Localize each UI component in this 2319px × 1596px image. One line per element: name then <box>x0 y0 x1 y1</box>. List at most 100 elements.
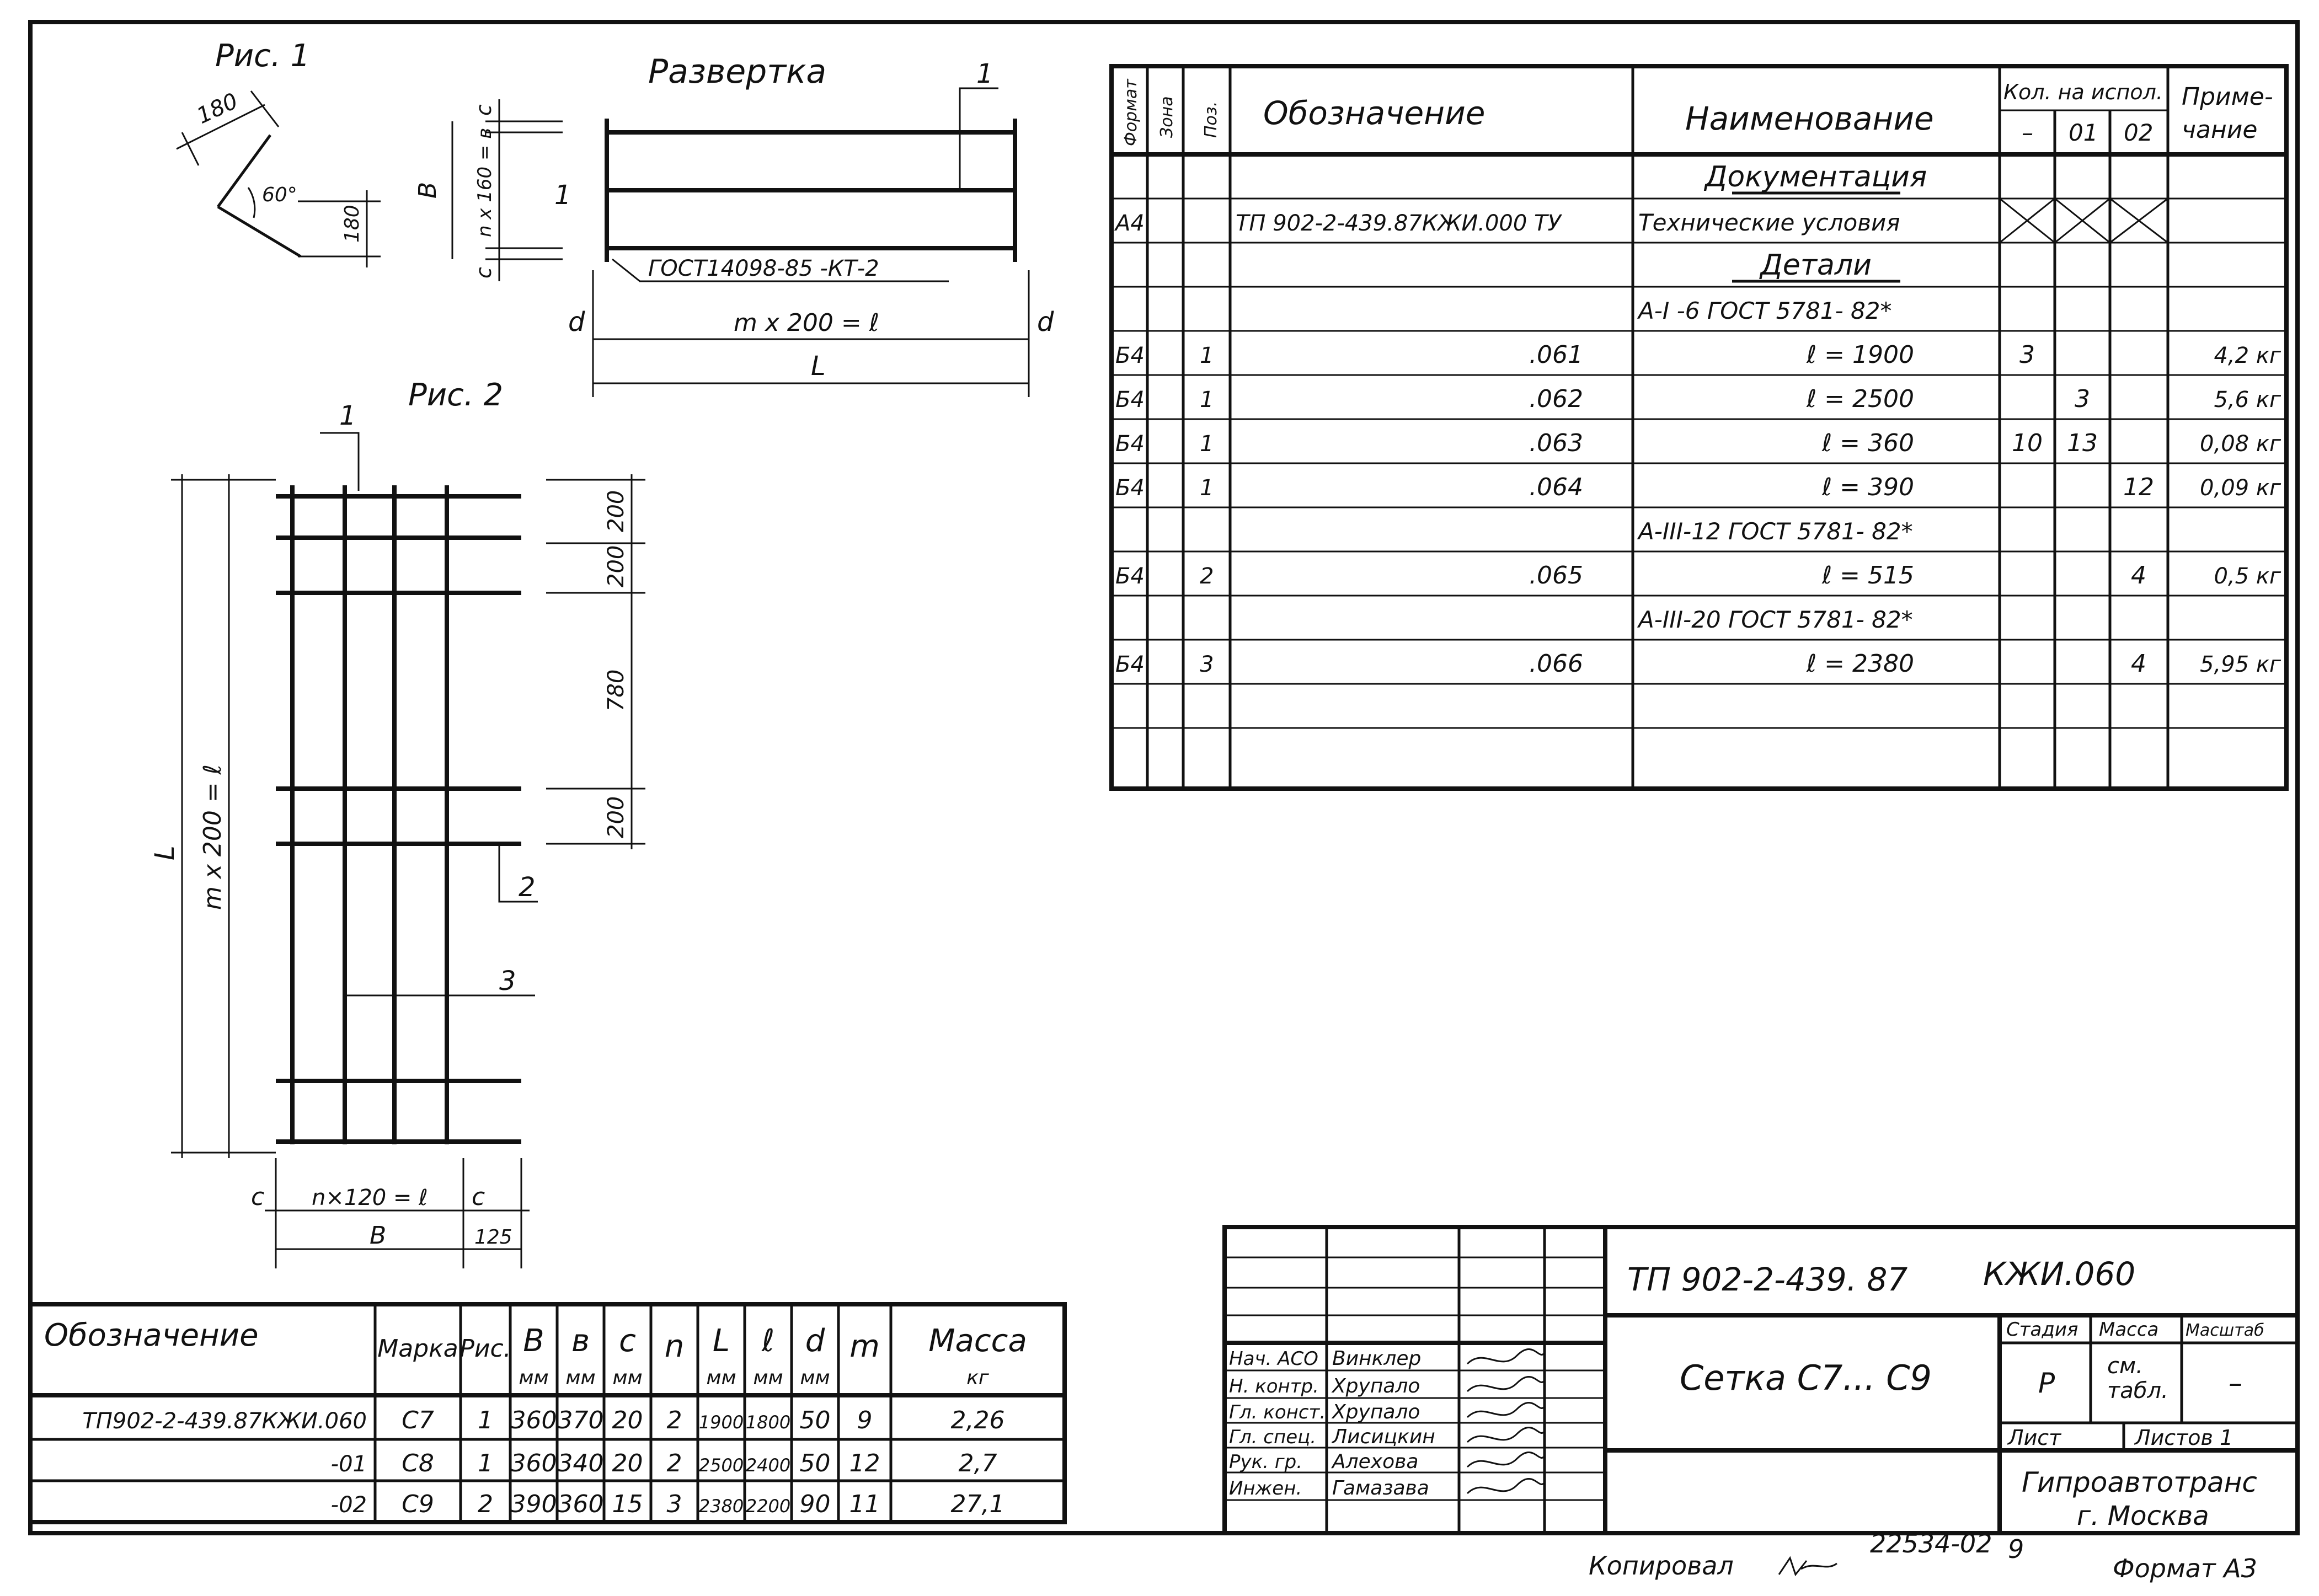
footer-sheet-no: 9 <box>2008 1534 2024 1564</box>
razvertka-dim-B: B <box>414 182 442 199</box>
marks-row-designation: -02 <box>331 1492 367 1518</box>
marks-header-d: d <box>805 1323 825 1359</box>
marks-header-c: c <box>619 1323 636 1359</box>
sheet-frame <box>28 20 2300 1535</box>
spec-row-designation: .062 <box>1529 385 1583 413</box>
signature-role: Н. контр. <box>1229 1375 1319 1397</box>
spec-row-name: ℓ = 2380 <box>1806 650 1914 678</box>
tb-mass-value: см.табл. <box>2107 1353 2168 1404</box>
marks-row-m: 9 <box>857 1406 873 1434</box>
marks-row-l: 2200 <box>746 1496 790 1517</box>
marks-row-B: 360 <box>511 1449 557 1477</box>
spec-row-name: Технические условия <box>1638 209 1900 236</box>
tb-project: ТП 902-2-439. 87 <box>1627 1261 1907 1298</box>
spec-row-qty-1: 13 <box>2067 429 2098 457</box>
marks-row-marka: С8 <box>402 1449 434 1477</box>
marks-header-b-unit: мм <box>565 1367 595 1389</box>
marks-row-n: 3 <box>667 1490 682 1518</box>
signature-role: Гл. спец. <box>1229 1426 1316 1448</box>
marks-row-L: 2380 <box>699 1496 744 1517</box>
fig2-dim-200-b: 200 <box>603 545 629 587</box>
marks-row-L: 1900 <box>699 1412 744 1433</box>
marks-row-designation: -01 <box>331 1452 367 1477</box>
marks-row-c: 20 <box>612 1449 643 1477</box>
marks-row-m: 12 <box>849 1449 880 1477</box>
razvertka-gost-label: ГОСТ14098-85 -КТ-2 <box>648 256 879 281</box>
fig2-title: Рис. 2 <box>408 377 503 413</box>
tb-stage-label: Стадия <box>2006 1319 2078 1341</box>
marks-header-L-unit: мм <box>706 1367 736 1389</box>
fig2-leader-2: 2 <box>519 872 536 903</box>
spec-header-pos: Поз. <box>1201 101 1221 138</box>
spec-row-note: 5,95 кг <box>2200 652 2281 677</box>
spec-header-qty-2: 02 <box>2124 119 2153 146</box>
copier-signature <box>1778 1556 1837 1577</box>
spec-header-qty: Кол. на испол. <box>2003 80 2163 104</box>
marks-row-n: 2 <box>667 1449 682 1477</box>
razvertka-view: Развертка 1 1 B c n x 160 = в c ГОСТ1409… <box>414 52 1054 397</box>
spec-header-qty-0: – <box>2022 119 2033 146</box>
spec-row-qty-0: 3 <box>2019 341 2035 369</box>
tb-city: г. Москва <box>2077 1501 2209 1531</box>
spec-row-pos: 1 <box>1200 475 1214 501</box>
marks-row-b: 360 <box>558 1490 604 1518</box>
tb-doc-code: КЖИ.060 <box>1983 1255 2135 1293</box>
razvertka-dim-nx160: n x 160 = в <box>474 128 496 237</box>
fig2-leader-3: 3 <box>499 966 516 997</box>
marks-row-b: 370 <box>558 1406 604 1434</box>
marks-row-ris: 1 <box>478 1406 493 1434</box>
razvertka-dim-c-top: c <box>472 104 496 116</box>
marks-header-B: B <box>523 1323 544 1359</box>
marks-header-massa: Масса <box>928 1323 1027 1359</box>
marks-row-d: 90 <box>800 1490 831 1518</box>
signature-name: Гамазава <box>1332 1477 1429 1499</box>
fig2-dim-mx200: m x 200 = ℓ <box>199 764 227 910</box>
fig2-dim-B: B <box>370 1222 386 1250</box>
marks-header-ris: Рис. <box>459 1335 511 1363</box>
handwritten-signature <box>1466 1478 1546 1495</box>
marks-header-L: L <box>713 1323 730 1359</box>
spec-row-qty-1: 3 <box>2075 385 2090 413</box>
spec-row-name: ℓ = 390 <box>1821 473 1914 501</box>
marks-row-c: 20 <box>612 1406 643 1434</box>
tb-title: Сетка С7... С9 <box>1680 1358 1932 1398</box>
marks-header-marka: Марка <box>377 1335 458 1363</box>
marks-row-ris: 2 <box>478 1490 493 1518</box>
marks-row-massa: 2,26 <box>951 1406 1005 1434</box>
marks-row-marka: С7 <box>402 1406 434 1434</box>
spec-row-name: ℓ = 1900 <box>1806 341 1914 369</box>
spec-row-format: Б4 <box>1115 387 1145 413</box>
marks-row-d: 50 <box>800 1406 831 1434</box>
razvertka-dim-d-left: d <box>568 307 585 338</box>
spec-row-designation: ТП 902-2-439.87КЖИ.000 ТУ <box>1236 211 1562 236</box>
title-block: ТП 902-2-439. 87 КЖИ.060 Сетка С7... С9 … <box>1222 1225 2300 1535</box>
footer-copied: Копировал <box>1589 1551 1734 1581</box>
marks-header-designation: Обозначение <box>44 1317 259 1353</box>
spec-row-format: Б4 <box>1115 652 1145 677</box>
spec-row-format: Б4 <box>1115 343 1145 368</box>
spec-row-pos: 2 <box>1200 564 1214 589</box>
razvertka-dim-c-bottom: c <box>472 267 496 279</box>
figure-1: Рис. 1 180 60° 180 <box>176 38 381 267</box>
spec-row-designation: .066 <box>1529 650 1583 678</box>
marks-row-l: 1800 <box>746 1412 790 1433</box>
signature-name: Хрупало <box>1331 1375 1420 1397</box>
spec-row-designation: .064 <box>1529 473 1583 501</box>
marks-row-L: 2500 <box>699 1455 744 1476</box>
tb-stage-value: Р <box>2038 1367 2055 1399</box>
fig1-angle: 60° <box>262 184 297 206</box>
razvertka-dim-L: L <box>811 351 826 382</box>
marks-row-marka: С9 <box>402 1490 434 1518</box>
spec-row-pos: 1 <box>1200 431 1214 457</box>
spec-row-note: 0,08 кг <box>2200 431 2281 457</box>
spec-header-format: Формат <box>1121 78 1141 146</box>
marks-row-massa: 2,7 <box>959 1449 997 1477</box>
sheet-footer: Копировал 22534-02 9 Формат А3 <box>1589 1529 2257 1583</box>
spec-row-name: ℓ = 360 <box>1821 429 1914 457</box>
signature-role: Гл. конст. <box>1229 1401 1326 1423</box>
fig2-dim-200-a: 200 <box>603 490 629 532</box>
marks-header-m: m <box>849 1329 880 1364</box>
spec-header-zone: Зона <box>1157 96 1177 138</box>
spec-row-note: 0,5 кг <box>2214 564 2281 589</box>
